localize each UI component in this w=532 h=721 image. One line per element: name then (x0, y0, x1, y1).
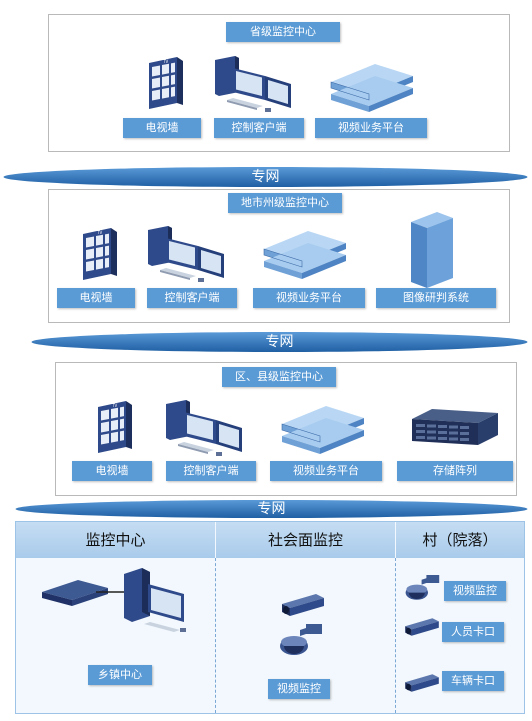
village-vehicle-checkpoint-label: 车辆卡口 (442, 671, 504, 691)
dome-camera-icon (404, 572, 444, 602)
private-network-band-1: 专网 (2, 166, 529, 188)
workstation-icon (122, 566, 192, 636)
bullet-camera-icon (402, 616, 442, 638)
dome-camera-icon (278, 622, 328, 656)
column-header-social-monitoring: 社会面监控 (216, 522, 395, 558)
private-network-label: 专网 (251, 169, 280, 185)
tv-wall-icon (94, 399, 134, 455)
video-platform-server-icon (262, 228, 348, 280)
column-header-village: 村（院落） (396, 522, 524, 558)
video-platform-server-icon (280, 403, 366, 455)
column-divider (215, 558, 216, 713)
tv-wall-icon (145, 55, 185, 111)
private-network-band-2: 专网 (30, 331, 529, 353)
image-analysis-cabinet-icon (407, 210, 457, 290)
column-divider (395, 558, 396, 713)
province-item-tvwall: 电视墙 (123, 118, 201, 138)
city-center-panel: 地市州级监控中心 电视墙 控制客户端 视频业务平台 图像研判系统 (48, 189, 510, 323)
private-network-label: 专网 (257, 501, 286, 517)
private-network-label: 专网 (265, 334, 294, 350)
control-client-icon (213, 53, 293, 115)
city-item-tvwall: 电视墙 (57, 288, 135, 308)
bullet-camera-icon (278, 592, 328, 618)
district-item-platform: 视频业务平台 (270, 461, 382, 481)
private-network-band-3: 专网 (14, 499, 529, 519)
village-personnel-checkpoint-label: 人员卡口 (442, 622, 504, 642)
district-item-client: 控制客户端 (166, 461, 256, 481)
province-center-panel: 省级监控中心 电视墙 控制客户端 视频业务平台 (48, 14, 510, 152)
village-video-monitoring-label: 视频监控 (444, 581, 506, 601)
city-center-title: 地市州级监控中心 (228, 193, 342, 213)
city-item-platform: 视频业务平台 (253, 288, 365, 308)
province-item-platform: 视频业务平台 (315, 118, 427, 138)
column-header-monitoring-center: 监控中心 (16, 522, 215, 558)
storage-array-icon (410, 407, 500, 447)
tv-wall-icon (79, 226, 119, 282)
bullet-camera-icon (402, 672, 442, 694)
control-client-icon (164, 397, 244, 459)
district-item-storage: 存储阵列 (397, 461, 513, 481)
city-item-client: 控制客户端 (147, 288, 237, 308)
district-center-panel: 区、县级监控中心 电视墙 控制客户端 视频业务平台 存储阵列 (55, 362, 517, 496)
township-center-label: 乡镇中心 (88, 665, 152, 685)
city-item-image-analysis: 图像研判系统 (376, 288, 496, 308)
district-center-title: 区、县级监控中心 (222, 367, 336, 387)
access-layer-panel: 监控中心 社会面监控 村（院落） 乡镇中心 视频监控 视频监控 人员卡口 车辆卡… (15, 521, 525, 714)
province-center-title: 省级监控中心 (226, 22, 340, 42)
province-item-client: 控制客户端 (214, 118, 304, 138)
social-video-monitoring-label: 视频监控 (268, 679, 330, 699)
video-platform-server-icon (329, 61, 415, 113)
district-item-tvwall: 电视墙 (72, 461, 152, 481)
control-client-icon (146, 223, 226, 285)
